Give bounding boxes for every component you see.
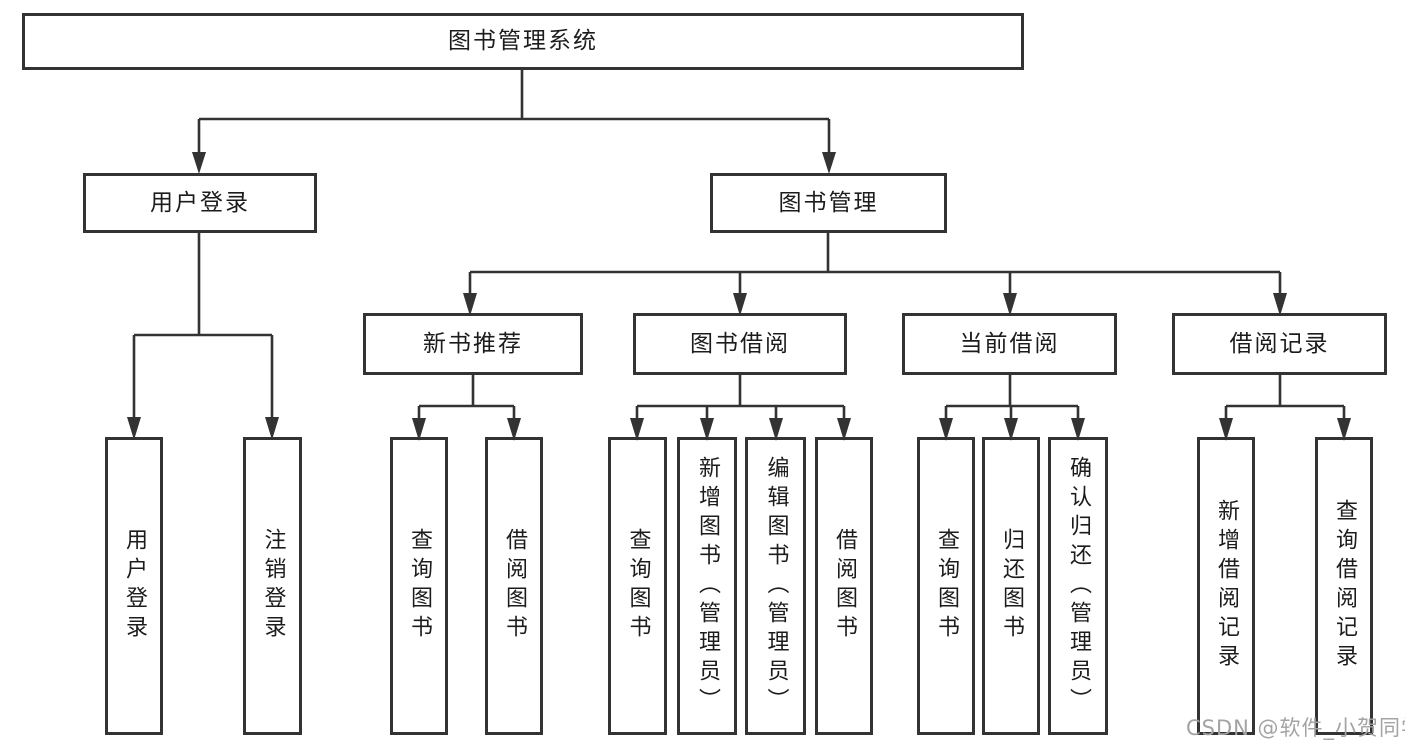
root-node-label: 图书管理系统 <box>448 28 598 54</box>
node-current-borrow-label: 当前借阅 <box>959 330 1060 357</box>
node-user-login: 用户登录 <box>83 173 317 233</box>
leaf-add-borrow-record: 新增借阅记录 <box>1197 437 1255 735</box>
leaf-confirm-return-admin: 确认归还（管理员） <box>1048 437 1108 735</box>
branch-new-book-recommend <box>412 375 521 441</box>
node-current-borrow: 当前借阅 <box>902 313 1117 375</box>
branch-current-borrow <box>939 375 1085 441</box>
branch-root <box>192 70 836 174</box>
branch-book-borrow <box>630 375 851 441</box>
csdn-watermark: CSDN @软件_小贺同学 <box>1186 716 1405 740</box>
leaf-query-books-borrow: 查询图书 <box>608 437 667 735</box>
node-book-borrow: 图书借阅 <box>633 313 847 375</box>
leaf-borrow-books: 借阅图书 <box>815 437 873 735</box>
leaf-return-books: 归还图书 <box>982 437 1040 735</box>
node-new-book-recommend-label: 新书推荐 <box>423 330 523 357</box>
node-book-borrow-label: 图书借阅 <box>690 330 790 357</box>
node-user-login-label: 用户登录 <box>150 189 250 216</box>
node-borrow-records: 借阅记录 <box>1172 313 1387 375</box>
leaf-user-login: 用户登录 <box>105 437 163 735</box>
root-node-library-system: 图书管理系统 <box>22 13 1024 70</box>
leaf-edit-books-admin: 编辑图书（管理员） <box>745 437 806 735</box>
leaf-logout: 注销登录 <box>243 437 302 735</box>
leaf-borrow-books-recommend: 借阅图书 <box>485 437 543 735</box>
branch-borrow-records <box>1219 375 1351 441</box>
leaf-add-books-admin: 新增图书（管理员） <box>677 437 737 735</box>
leaf-query-borrow-record: 查询借阅记录 <box>1315 437 1373 735</box>
node-book-management: 图书管理 <box>710 173 947 233</box>
node-book-management-label: 图书管理 <box>778 189 879 216</box>
branch-user-login <box>127 233 279 440</box>
node-borrow-records-label: 借阅记录 <box>1229 330 1330 357</box>
leaf-query-books-recommend: 查询图书 <box>390 437 448 735</box>
leaf-query-books-current: 查询图书 <box>917 437 975 735</box>
node-new-book-recommend: 新书推荐 <box>363 313 583 375</box>
branch-book-management <box>463 233 1287 316</box>
